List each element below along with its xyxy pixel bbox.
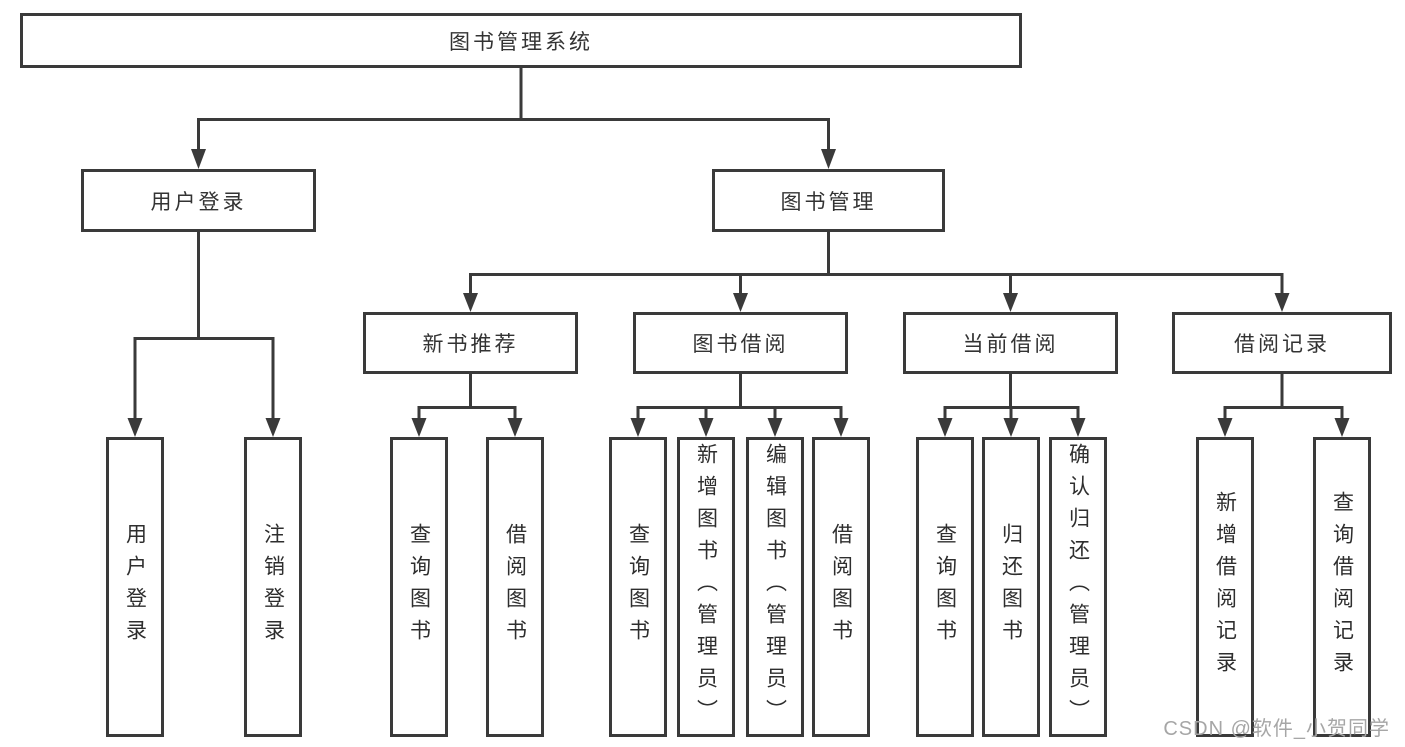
connector-strokes: [133, 68, 1344, 419]
leaf-logout-label: 注销登录: [261, 523, 285, 651]
leaf-borrow-borrow-books-label: 借阅图书: [829, 523, 853, 651]
connector-arrowheads: [127, 149, 1350, 437]
node-book-management: 图书管理: [712, 169, 945, 232]
leaf-user-login-label: 用户登录: [123, 523, 147, 651]
leaf-current-return-books-label: 归还图书: [999, 523, 1023, 651]
leaf-borrow-query-books-label: 查询图书: [626, 523, 650, 651]
leaf-user-login: 用户登录: [106, 437, 164, 737]
leaf-borrow-add-books-admin-label: 新增图书（管理员）: [694, 443, 718, 731]
leaf-current-query-books-label: 查询图书: [933, 523, 957, 651]
node-library-management-system: 图书管理系统: [20, 13, 1022, 68]
leaf-borrow-borrow-books: 借阅图书: [812, 437, 870, 737]
csdn-watermark: CSDN @软件_小贺同学: [1163, 718, 1390, 740]
leaf-records-add-record-label: 新增借阅记录: [1213, 491, 1237, 683]
leaf-current-confirm-return-admin: 确认归还（管理员）: [1049, 437, 1107, 737]
leaf-borrow-add-books-admin: 新增图书（管理员）: [677, 437, 735, 737]
leaf-current-confirm-return-admin-label: 确认归还（管理员）: [1066, 443, 1090, 731]
leaf-newbook-query-books: 查询图书: [390, 437, 448, 737]
leaf-current-query-books: 查询图书: [916, 437, 974, 737]
leaf-newbook-borrow-books: 借阅图书: [486, 437, 544, 737]
leaf-records-query-record: 查询借阅记录: [1313, 437, 1371, 737]
leaf-borrow-edit-books-admin-label: 编辑图书（管理员）: [763, 443, 787, 731]
node-user-login: 用户登录: [81, 169, 316, 232]
leaf-records-add-record: 新增借阅记录: [1196, 437, 1254, 737]
leaf-newbook-borrow-books-label: 借阅图书: [503, 523, 527, 651]
leaf-records-query-record-label: 查询借阅记录: [1330, 491, 1354, 683]
leaf-logout: 注销登录: [244, 437, 302, 737]
leaf-borrow-edit-books-admin: 编辑图书（管理员）: [746, 437, 804, 737]
node-book-borrowing: 图书借阅: [633, 312, 848, 374]
leaf-newbook-query-books-label: 查询图书: [407, 523, 431, 651]
leaf-current-return-books: 归还图书: [982, 437, 1040, 737]
node-new-book-recommend: 新书推荐: [363, 312, 578, 374]
node-borrowing-records: 借阅记录: [1172, 312, 1392, 374]
leaf-borrow-query-books: 查询图书: [609, 437, 667, 737]
node-current-borrowing: 当前借阅: [903, 312, 1118, 374]
